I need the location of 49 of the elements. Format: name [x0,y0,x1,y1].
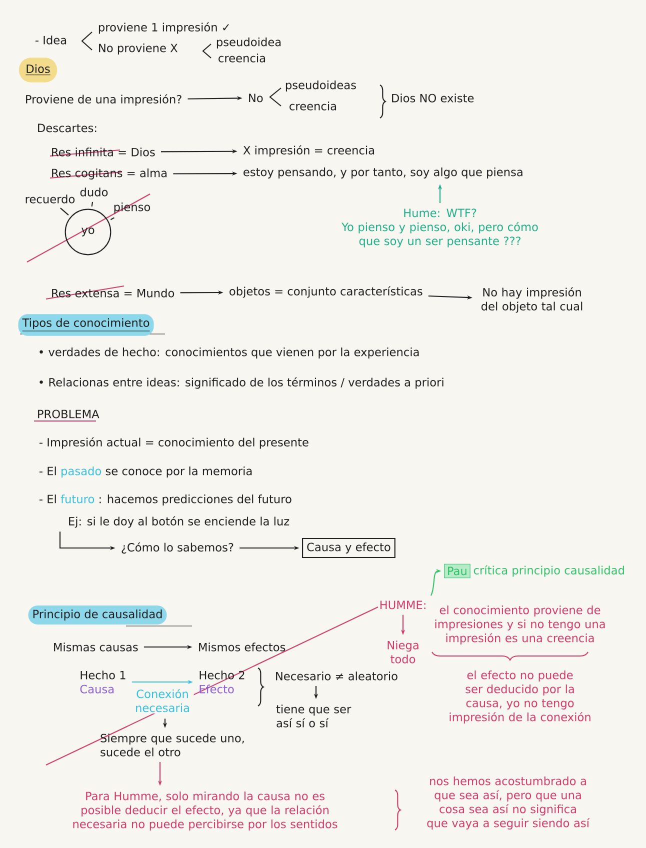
note-text: proviene 1 impresión ✓ [98,22,229,34]
note-text: Res extensa = Mundo [52,288,174,298]
note-text: Siempre que sucede uno, sucede el otro [100,734,244,756]
note-text: objetos = conjunto características [230,286,422,298]
note-text: pseudoideas [286,80,356,92]
note-text: - Idea [35,36,66,44]
note-text: Para Humme, solo mirando la causa no es posible deducir el efecto, ya que la relación necesaria no puede percibirse por los sentidos [73,792,338,830]
note-text: creencia [290,102,336,110]
note-text: Mismas causas [54,642,138,652]
note-text: ¿Cómo lo sabemos? [122,542,234,554]
highlighted-heading: Tipos de conocimiento [18,314,154,336]
note-text: • verdades de hecho: conocimientos que vienen por la experiencia [40,348,419,358]
note-text: - El futuro : hacemos predicciones del futuro [39,494,292,506]
note-text: No hay impresión del objeto tal cual [481,287,582,313]
note-text: - El pasado se conoce por la memoria [39,466,252,478]
note-text: • Relacionas entre ideas: significado de los términos / verdades a priori [40,377,444,389]
connector-line [91,202,94,206]
edge-label: Conexión necesaria [131,688,194,714]
note-text: recuerdo [26,194,75,204]
connector-line [110,217,114,220]
highlighted-heading: Principio de causalidad [28,606,167,624]
note-text: Niega todo [388,640,418,664]
note-text: dudo [80,188,108,196]
note-text: Descartes: [38,124,96,132]
note-text: Necesario ≠ aleatorio [276,672,398,680]
note-text: nos hemos acostumbrado a que sea así, pero que una cosa sea así no significa que vaya a seguir siendo así [427,776,590,830]
note-text: creencia [218,54,266,62]
connector-line [60,208,69,216]
note-text: Ej: si le doy al botón se enciende la luz [69,516,290,528]
note-text: el conocimiento proviene de impresiones y si no tengo una impresión es una creencia [435,606,605,644]
note-text: HUMME: [380,600,426,610]
note-text: tiene que ser así sí o sí [276,704,352,728]
note-text: Mismos efectos [199,642,286,652]
note-text: el efecto no puede ser deducido por la causa, yo no tengo impresión de la conexión [450,670,590,724]
note-text: Proviene de una impresión? [26,94,182,106]
note-text: No [249,94,263,102]
note-text: Dios NO existe [392,94,474,102]
note-text: - Impresión actual = conocimiento del presente [39,437,308,449]
note-text: No proviene X [99,44,178,54]
boxed-text: Causa y efecto [302,538,396,558]
note-text: estoy pensando, y por tanto, soy algo que piensa [244,168,522,178]
note-text: Hume: WTF? Yo pienso y pienso, oki, pero cómo que soy un ser pensante ??? [342,208,538,248]
note-text: PROBLEMA [38,410,100,418]
note-text: Hecho 1 Causa [80,670,126,694]
highlighted-heading: Dios [18,58,58,82]
note-text: pseudoidea [216,38,281,48]
note-text: crítica principio causalidad [474,565,624,577]
boxed-text: Pau [444,564,470,578]
note-text: X impresión = creencia [243,145,374,157]
